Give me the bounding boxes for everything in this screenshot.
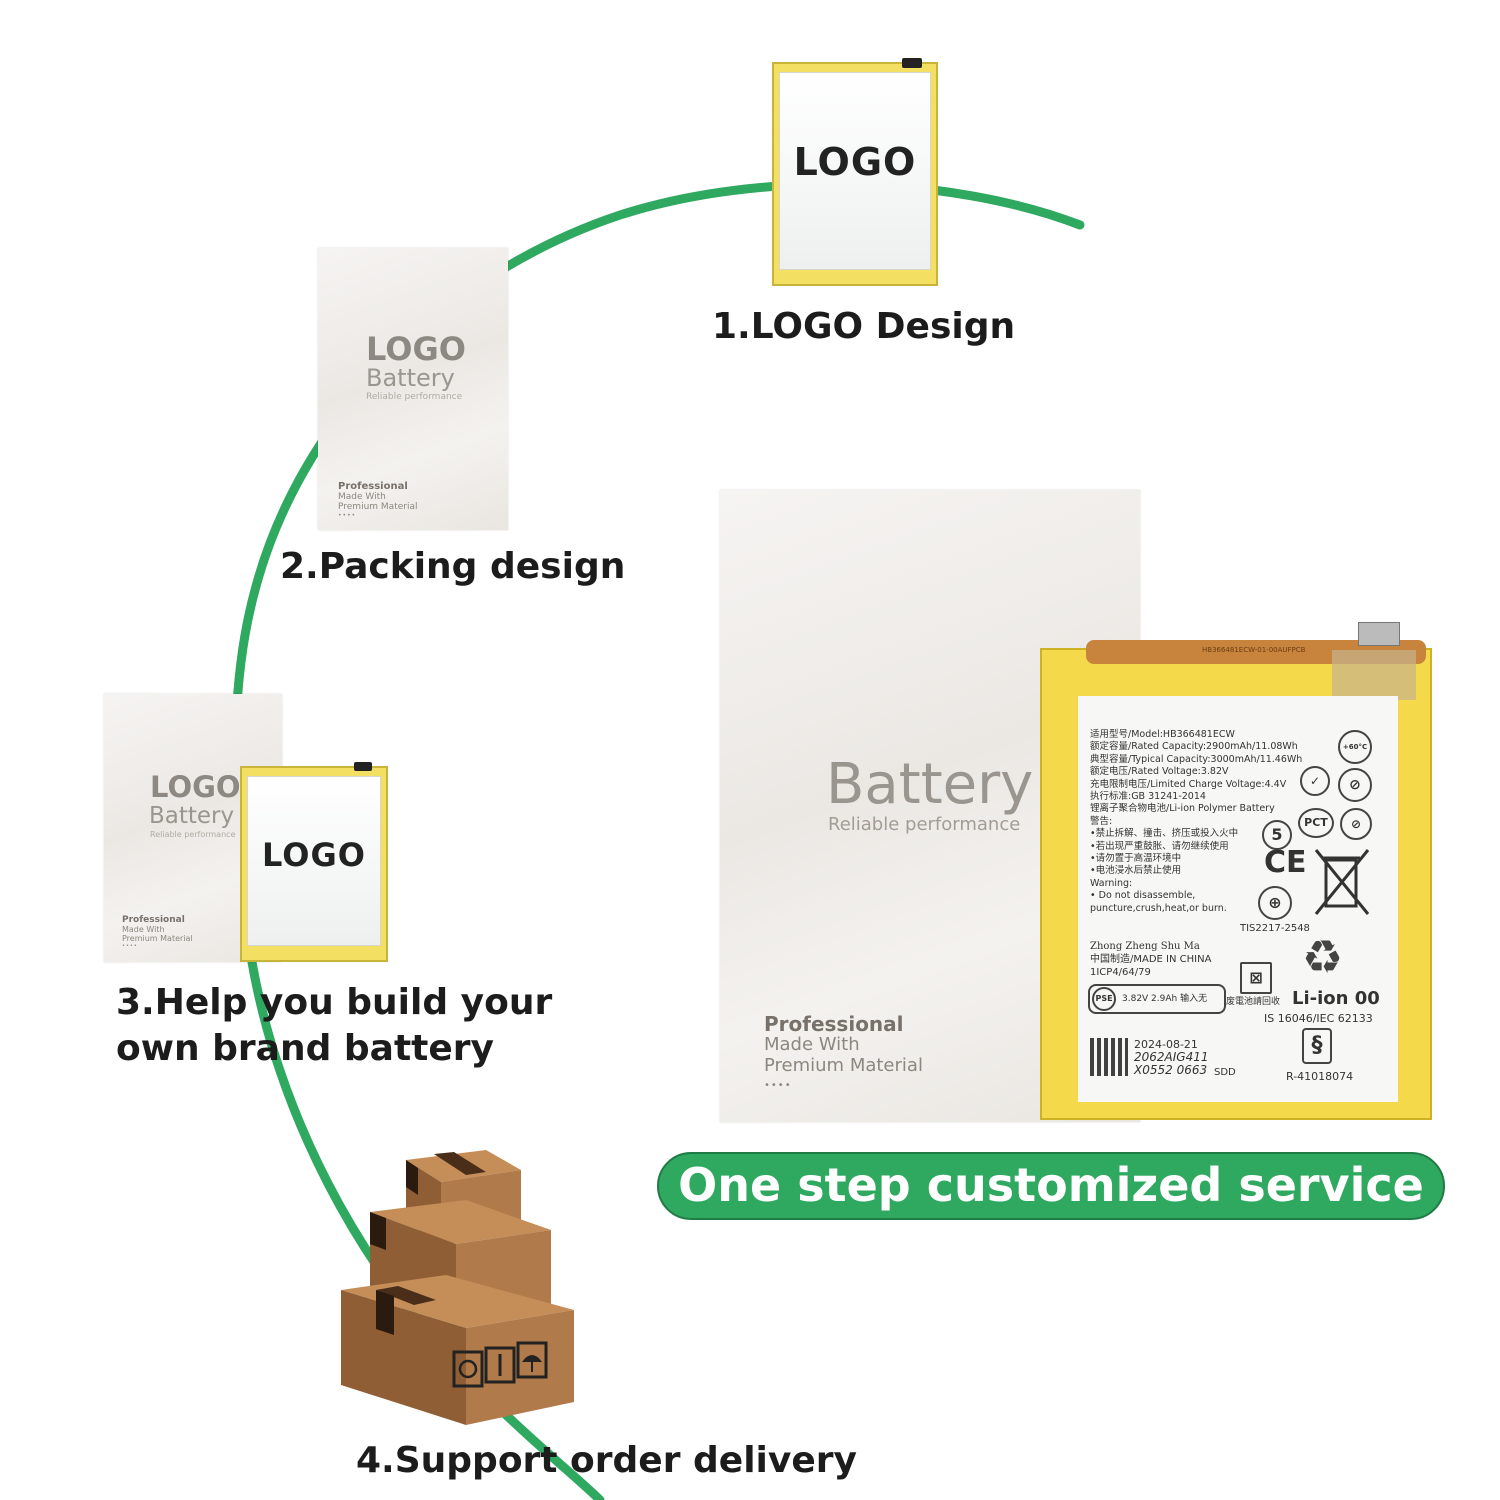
label-line: •禁止拆解、撞击、挤压或投入火中	[1090, 828, 1239, 840]
s-mark-icon: §	[1302, 1028, 1332, 1064]
acma-icon: ✓	[1300, 766, 1330, 796]
label-line: •若出现严重鼓胀、请勿继续使用	[1090, 840, 1229, 852]
pct-icon: PCT	[1298, 808, 1334, 838]
product-box-made-with-text: Made With	[764, 1034, 860, 1055]
flex-tape	[1332, 650, 1416, 700]
brand-box-made-with-text: Made With	[122, 925, 165, 934]
label-line: 额定容量/Rated Capacity:2900mAh/11.08Wh	[1090, 741, 1298, 753]
brand-box-dots: ••••	[122, 943, 138, 949]
label-line: 额定电压/Rated Voltage:3.82V	[1090, 766, 1229, 778]
temperature-icon: +60°C	[1338, 730, 1372, 764]
no-crush-icon: ⊘	[1340, 808, 1372, 840]
one-step-service-banner: One step customized service	[657, 1152, 1445, 1220]
label-line: Warning:	[1090, 877, 1133, 889]
battery-logo-design: LOGO	[772, 58, 938, 286]
brand-box-logo-text: LOGO	[150, 770, 241, 804]
label-standard: IS 16046/IEC 62133	[1264, 1012, 1373, 1025]
label-sdd: SDD	[1214, 1067, 1236, 1078]
qr-code-icon	[1090, 1038, 1128, 1076]
packing-premium-text: Premium Material	[338, 502, 418, 512]
packing-battery-text: Battery	[366, 364, 455, 392]
label-line: 执行标准:GB 31241-2014	[1090, 791, 1206, 802]
no-fire-icon: ⊘	[1338, 768, 1372, 802]
product-box-battery-text: Battery	[826, 752, 1034, 817]
product-box-dots: ••••	[764, 1080, 792, 1091]
label-date: 2024-08-21	[1134, 1038, 1198, 1051]
product-box-professional-text: Professional	[764, 1012, 904, 1036]
crossed-bin-icon	[1314, 849, 1370, 915]
label-maker: Zhong Zheng Shu Ma	[1090, 941, 1200, 952]
bis-icon: ⊕	[1258, 886, 1292, 920]
packing-logo-text: LOGO	[366, 330, 466, 368]
flex-cable-text: HB366481ECW-01-00AUFPCB	[1202, 646, 1306, 654]
packing-dots: ••••	[338, 512, 357, 519]
label-line: 锂离子聚合物电池/Li-ion Polymer Battery	[1090, 803, 1275, 815]
label-line: •电池浸水后禁止使用	[1090, 865, 1182, 877]
step-3-label-line2: own brand battery	[116, 1028, 495, 1069]
battery-logo-text: LOGO	[793, 140, 917, 184]
connector	[1358, 622, 1400, 646]
brand-box-battery-text: Battery	[149, 803, 235, 829]
packing-box: LOGO Battery Reliable performance Profes…	[318, 248, 508, 530]
label-li-ion: Li-ion 00	[1292, 988, 1380, 1009]
product-box-premium-text: Premium Material	[764, 1055, 923, 1076]
label-line: 适用型号/Model:HB366481ECW	[1090, 729, 1235, 740]
label-line: 充电限制电压/Limited Charge Voltage:4.4V	[1090, 778, 1287, 790]
step-3-label-line1: 3.Help you build your	[116, 982, 553, 1023]
label-tis: TIS2217-2548	[1240, 923, 1310, 934]
ce-icon: CE	[1264, 845, 1307, 880]
step-4-label: 4.Support order delivery	[356, 1440, 857, 1481]
pse-box	[1088, 984, 1226, 1014]
brand-battery: LOGO	[240, 762, 388, 962]
label-made-in: 中国制造/MADE IN CHINA	[1090, 954, 1212, 965]
label-pse-rating: 3.82V 2.9Ah 输入无	[1122, 994, 1208, 1004]
five-year-icon: 5	[1262, 820, 1292, 850]
brand-box-professional-text: Professional	[122, 915, 185, 925]
label-line: puncture,crush,heat,or burn.	[1090, 902, 1227, 914]
battery-grid-icon: ⊠	[1240, 962, 1272, 994]
step-2-label: 2.Packing design	[280, 546, 626, 587]
label-reg: R-41018074	[1286, 1070, 1354, 1083]
label-recycle: 废電池請回收	[1226, 997, 1281, 1007]
packing-made-with-text: Made With	[338, 492, 386, 502]
cardboard-boxes-icon	[341, 1150, 574, 1425]
label-cell-code: 1ICP4/64/79	[1090, 967, 1151, 978]
battery-label	[1078, 696, 1398, 1102]
product-box-reliable-text: Reliable performance	[828, 814, 1021, 835]
brand-box-reliable-text: Reliable performance	[150, 830, 236, 839]
packing-professional-text: Professional	[338, 481, 408, 492]
label-line: • Do not disassemble,	[1090, 890, 1196, 902]
brand-battery-logo-text: LOGO	[262, 836, 366, 874]
packing-reliable-text: Reliable performance	[366, 392, 463, 402]
label-line: 典型容量/Typical Capacity:3000mAh/11.46Wh	[1090, 753, 1303, 765]
label-line: 警告:	[1090, 815, 1113, 827]
step-1-label: 1.LOGO Design	[712, 306, 1016, 347]
brand-box-premium-text: Premium Material	[122, 934, 193, 943]
label-line: •请勿置于高温环境中	[1090, 853, 1182, 864]
pse-icon: PSE	[1092, 987, 1116, 1011]
recycle-icon: ♻	[1302, 930, 1344, 984]
label-code1: 2062AIG411	[1134, 1050, 1209, 1064]
label-code2: X0552 0663	[1134, 1063, 1208, 1077]
